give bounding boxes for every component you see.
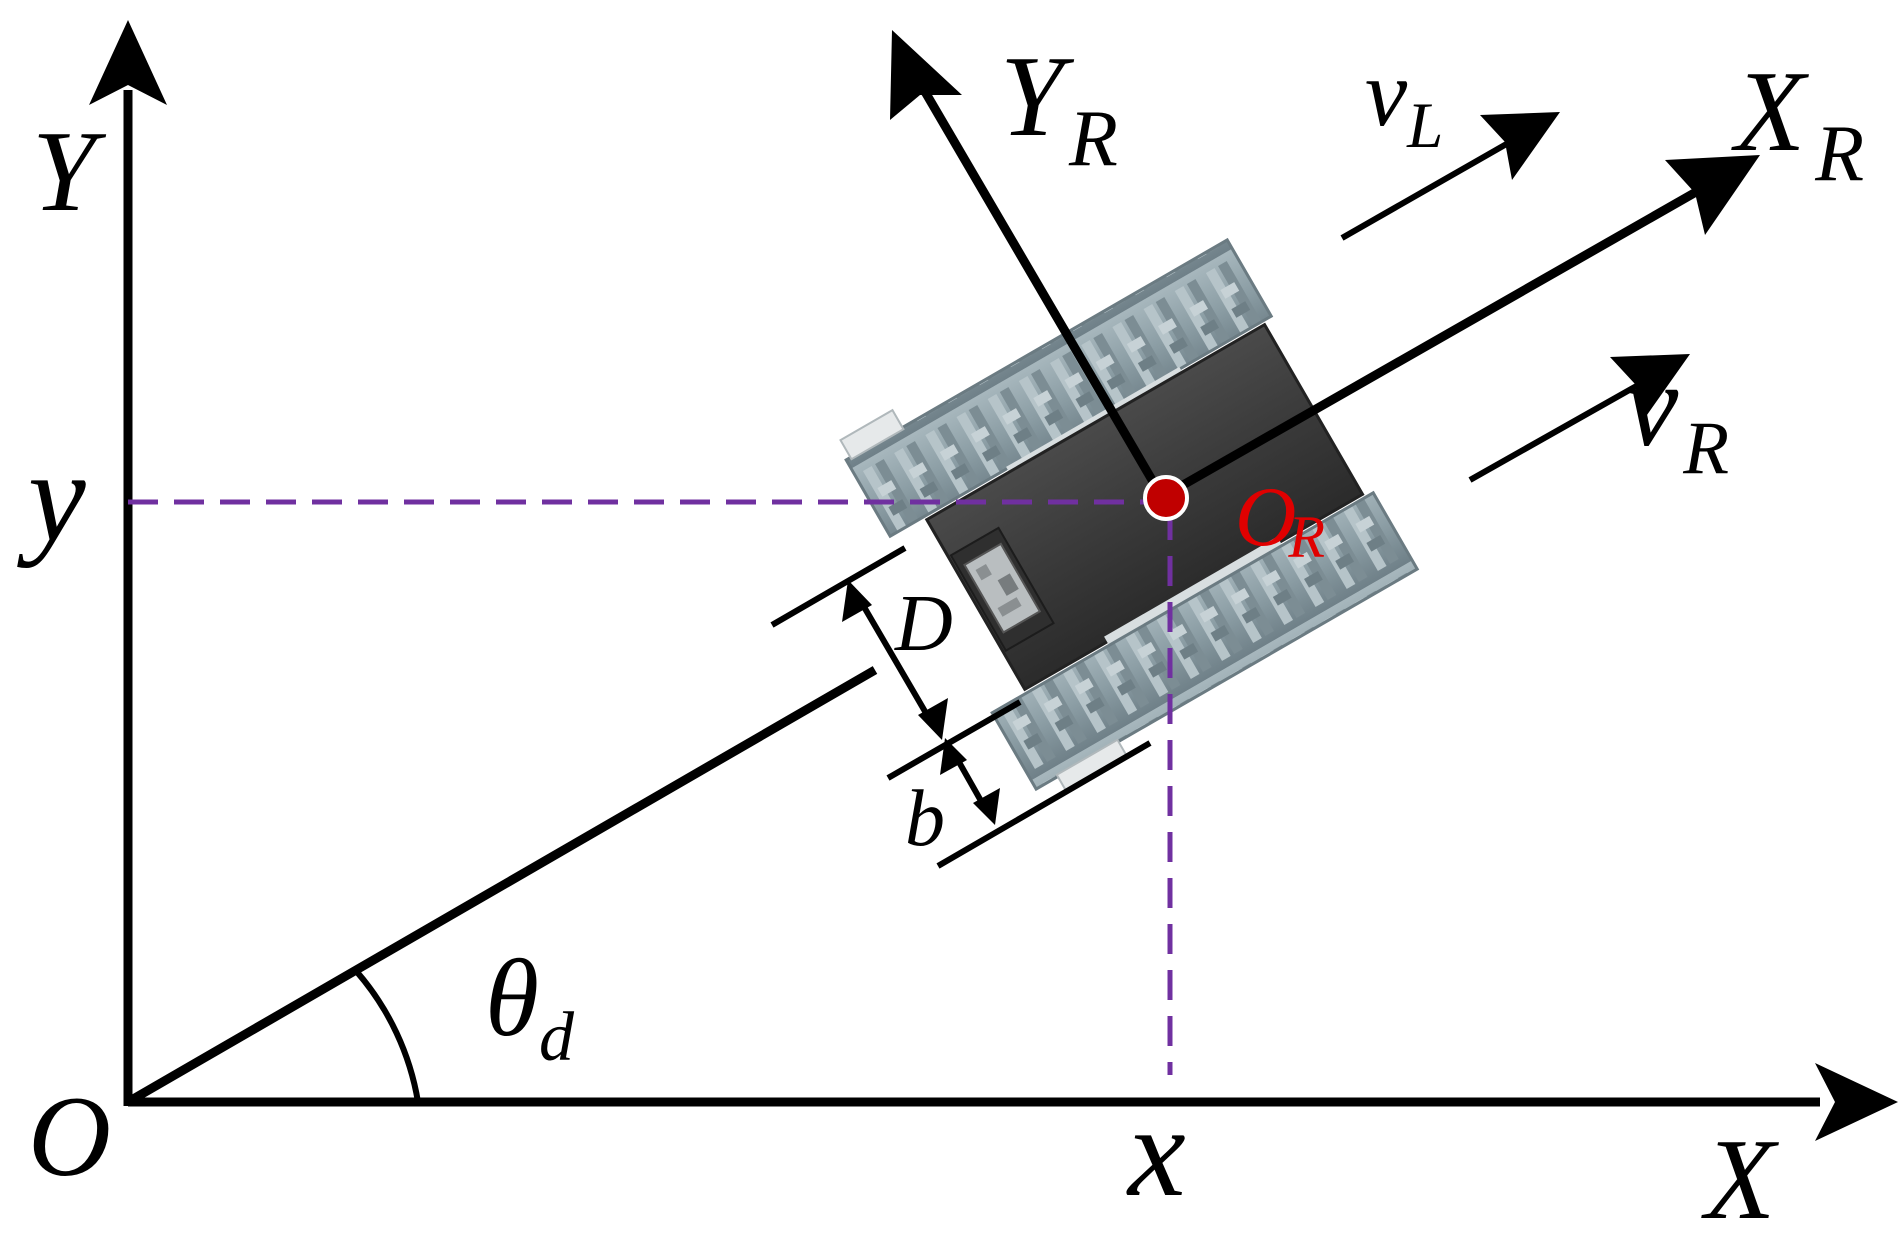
right-track <box>990 490 1420 792</box>
robot-x-axis-line <box>1159 180 1713 501</box>
x-axis-label: X <box>1701 1116 1779 1237</box>
right-velocity-arrow <box>1468 354 1690 483</box>
x-coordinate-label: x <box>1126 1080 1186 1224</box>
robot-y-axis-line <box>920 87 1166 500</box>
world-y-axis-arrowhead <box>89 20 167 105</box>
robot-y-axis-label: YR <box>1000 33 1118 183</box>
heading-line <box>125 666 878 1106</box>
world-x-axis-arrowhead <box>1815 1063 1898 1141</box>
y-coordinate-label: y <box>17 425 86 569</box>
track-dimension-markers <box>770 545 1152 869</box>
left-velocity-arrow <box>1340 112 1560 241</box>
control-box <box>963 542 1042 634</box>
robot-x-axis-arrowhead <box>1665 155 1760 235</box>
robot-origin-point <box>1143 475 1189 521</box>
robot-frame-axes <box>890 30 1760 501</box>
heading-angle-arc <box>354 970 421 1103</box>
left-velocity-label: vL <box>1365 40 1443 162</box>
robot-origin-label: OR <box>1235 470 1325 570</box>
track-width-label: b <box>905 775 945 863</box>
origin-label: O <box>28 1073 111 1200</box>
robot-y-axis-arrowhead <box>890 30 962 120</box>
y-axis-label: Y <box>32 108 107 235</box>
world-axes <box>89 20 1898 1141</box>
right-track-connector <box>1104 536 1284 648</box>
robot <box>839 237 1420 792</box>
right-velocity-label: vR <box>1625 338 1729 490</box>
track-distance-label: D <box>894 580 953 668</box>
heading-angle-label: θd <box>485 937 575 1076</box>
